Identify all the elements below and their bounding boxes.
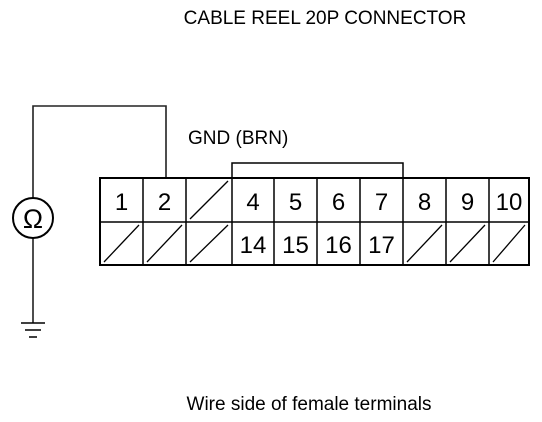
unused-terminal-mark [103,224,140,263]
terminal-2: 2 [158,189,171,216]
ohm-symbol: Ω [23,204,43,234]
unused-terminal-mark [189,224,229,263]
terminal-4: 4 [246,189,259,216]
terminal-17: 17 [368,232,395,259]
terminal-8: 8 [418,189,431,216]
gnd-bracket [231,162,404,178]
ohmmeter-icon: Ω [12,197,54,239]
terminal-14: 14 [240,232,267,259]
terminal-7: 7 [375,189,388,216]
connector-cells: 1 2 4 5 6 7 8 9 10 14 15 16 17 [103,178,526,265]
caption: Wire side of female terminals [187,394,432,415]
diagram-title: CABLE REEL 20P CONNECTOR [184,8,467,29]
terminal-5: 5 [289,189,302,216]
unused-terminal-mark [406,224,443,263]
unused-terminal-mark [146,224,183,263]
terminal-10: 10 [496,189,523,216]
terminal-1: 1 [115,189,128,216]
terminal-9: 9 [461,189,474,216]
gnd-label: GND (BRN) [188,128,288,149]
unused-terminal-mark [189,180,229,220]
tester-probe-wire [32,105,167,198]
terminal-6: 6 [332,189,345,216]
ground-icon [21,322,45,338]
terminal-16: 16 [325,232,352,259]
unused-terminal-mark [449,224,486,263]
terminal-15: 15 [282,232,309,259]
unused-terminal-mark [492,224,526,263]
